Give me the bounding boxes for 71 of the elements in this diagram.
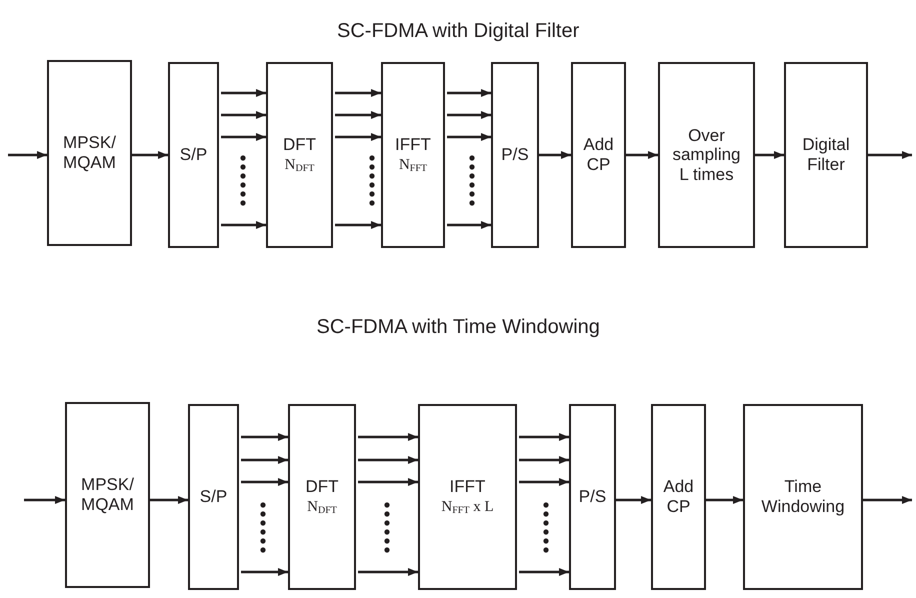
- block-label: MPSK/ MQAM: [80, 475, 135, 515]
- process-block: [569, 404, 616, 590]
- arrow: [519, 456, 569, 464]
- block-label: Add CP: [582, 135, 615, 175]
- process-block: [288, 404, 356, 590]
- block-parameter: N$_{DFT}$: [307, 499, 337, 517]
- block-label: P/S: [501, 145, 529, 165]
- block-label: DFT: [305, 477, 339, 498]
- arrow: [358, 478, 418, 486]
- arrow: [221, 221, 266, 229]
- block-label: IFFT: [450, 477, 486, 498]
- process-block: [743, 404, 863, 590]
- block-label: Over sampling L times: [671, 126, 742, 184]
- arrow: [863, 496, 912, 504]
- process-block: [168, 62, 219, 248]
- arrow: [221, 111, 266, 119]
- arrow: [447, 89, 491, 97]
- block-label: Add CP: [662, 477, 695, 517]
- arrow: [868, 151, 912, 159]
- arrow: [335, 133, 381, 141]
- process-block: [266, 62, 333, 248]
- arrow: [755, 151, 784, 159]
- block-label: MPSK/ MQAM: [62, 133, 117, 173]
- block-label: Time Windowing: [760, 477, 846, 517]
- arrow: [447, 133, 491, 141]
- block-label: P/S: [578, 487, 606, 507]
- arrow: [539, 151, 571, 159]
- process-block: [658, 62, 755, 248]
- block-label: IFFT: [395, 135, 431, 156]
- arrow: [241, 478, 288, 486]
- arrow: [335, 111, 381, 119]
- arrow: [626, 151, 658, 159]
- arrow: [241, 568, 288, 576]
- block-label: S/P: [180, 145, 208, 165]
- arrow: [519, 478, 569, 486]
- process-block: [188, 404, 239, 590]
- arrow: [221, 133, 266, 141]
- arrow: [358, 568, 418, 576]
- arrow: [24, 496, 65, 504]
- arrow: [447, 221, 491, 229]
- process-block: [381, 62, 445, 248]
- arrow: [241, 456, 288, 464]
- arrow: [335, 89, 381, 97]
- section-heading: SC-FDMA with Time Windowing: [316, 316, 600, 339]
- process-block: [784, 62, 868, 248]
- block-parameter: N$_{FFT}$ x L: [441, 499, 494, 517]
- arrow: [132, 151, 168, 159]
- block-label: S/P: [200, 487, 228, 507]
- process-block: [65, 402, 150, 588]
- block-label: DFT: [282, 135, 316, 156]
- arrow: [519, 433, 569, 441]
- process-block: [47, 60, 132, 246]
- process-block: [571, 62, 626, 248]
- process-block: [651, 404, 706, 590]
- arrow: [358, 433, 418, 441]
- block-parameter: N$_{FFT}$: [398, 157, 428, 175]
- process-block: [418, 404, 517, 590]
- arrow: [706, 496, 743, 504]
- arrow: [221, 89, 266, 97]
- section-heading: SC-FDMA with Digital Filter: [337, 20, 580, 43]
- block-parameter: N$_{DFT}$: [284, 157, 314, 175]
- arrow: [8, 151, 47, 159]
- arrow: [241, 433, 288, 441]
- arrow: [358, 456, 418, 464]
- arrow: [447, 111, 491, 119]
- process-block: [491, 62, 539, 248]
- block-label: Digital Filter: [801, 135, 851, 175]
- arrow: [150, 496, 188, 504]
- arrow: [335, 221, 381, 229]
- arrow: [616, 496, 651, 504]
- arrow: [519, 568, 569, 576]
